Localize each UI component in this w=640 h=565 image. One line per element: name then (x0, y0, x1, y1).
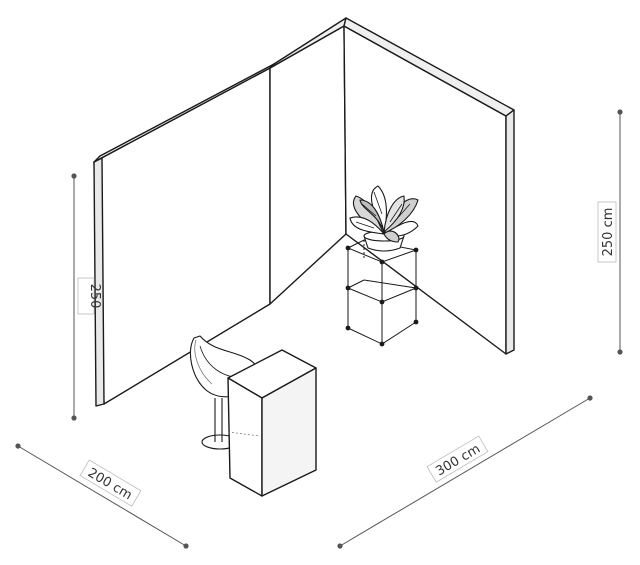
dimension-depth: 200 cm (15, 443, 189, 549)
counter (227, 349, 317, 497)
dimension-left-height: 250 (71, 173, 102, 421)
left-wall (93, 63, 275, 407)
shelf-unit (345, 239, 419, 347)
back-wall (269, 17, 347, 305)
dimension-right-height: 250 cm (597, 109, 623, 355)
right-height-label: 250 cm (601, 208, 616, 257)
potted-plant (349, 185, 419, 252)
left-height-label: 250 (87, 284, 102, 309)
dimension-width: 300 cm (337, 395, 593, 549)
right-wall (343, 17, 515, 355)
